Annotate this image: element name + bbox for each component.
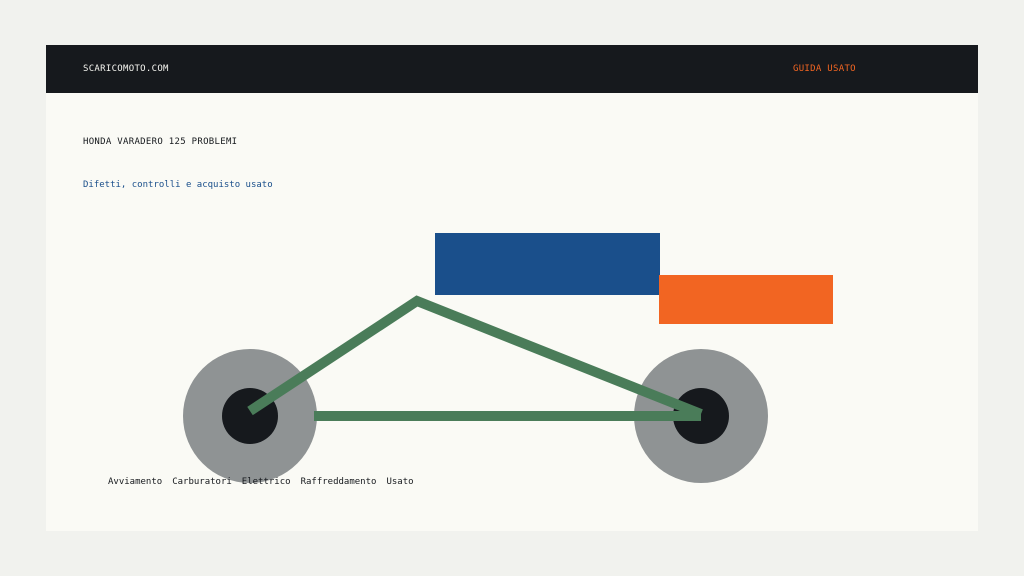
frame-upper-line xyxy=(247,295,703,419)
top-navigation-bar: SCARICOMOTO.COM GUIDA USATO xyxy=(46,45,978,93)
topic-link-carburatori[interactable]: Carburatori xyxy=(172,477,232,487)
topic-links: Avviamento Carburatori Elettrico Raffred… xyxy=(108,477,424,488)
site-logo-link[interactable]: SCARICOMOTO.COM xyxy=(83,64,169,74)
page-card: SCARICOMOTO.COM GUIDA USATO HONDA VARADE… xyxy=(46,45,978,531)
topic-link-raffreddamento[interactable]: Raffreddamento xyxy=(300,477,377,487)
seat-block xyxy=(659,275,833,324)
topic-link-elettrico[interactable]: Elettrico xyxy=(241,477,291,487)
motorcycle-illustration xyxy=(183,233,833,483)
used-guide-link[interactable]: GUIDA USATO xyxy=(793,64,856,74)
page-title: HONDA VARADERO 125 PROBLEMI xyxy=(83,137,238,147)
page-subtitle: Difetti, controlli e acquisto usato xyxy=(83,180,273,190)
topic-link-usato[interactable]: Usato xyxy=(386,477,414,487)
fuel-tank-block xyxy=(435,233,660,295)
topic-link-avviamento[interactable]: Avviamento xyxy=(108,477,163,487)
